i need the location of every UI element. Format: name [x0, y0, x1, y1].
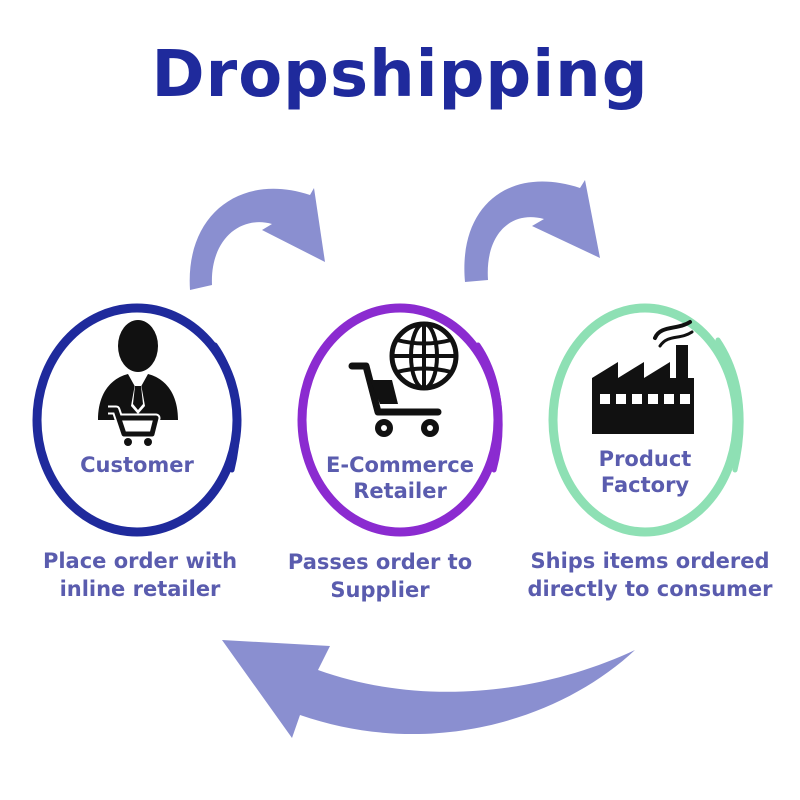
step-customer-description: Place order with inline retailer: [20, 547, 260, 603]
factory-icon: [592, 320, 694, 434]
retailer-label-line2: Retailer: [353, 479, 447, 503]
page-title: Dropshipping: [151, 38, 649, 112]
step-factory-description: Ships items ordered directly to consumer: [505, 547, 795, 603]
step-retailer-line1: Passes order to: [287, 550, 473, 574]
arrow-factory-to-customer: [222, 640, 635, 738]
arrow-customer-to-retailer: [189, 188, 325, 290]
shopping-cart-globe-icon: [348, 321, 459, 437]
customer-label: Customer: [42, 452, 232, 478]
step-factory-line1: Ships items ordered: [530, 549, 770, 573]
factory-label-line2: Factory: [600, 473, 690, 497]
customer-ring: [32, 303, 242, 537]
person-with-cart-icon: [98, 320, 178, 446]
factory-label: Product Factory: [550, 446, 740, 498]
step-retailer-description: Passes order to Supplier: [270, 548, 490, 604]
arrow-retailer-to-factory: [464, 180, 600, 282]
step-customer-line2: inline retailer: [59, 577, 221, 601]
customer-label-text: Customer: [80, 453, 194, 477]
factory-label-line1: Product: [598, 447, 692, 471]
step-customer-line1: Place order with: [42, 549, 238, 573]
factory-ring: [548, 303, 744, 537]
retailer-label: E-Commerce Retailer: [300, 452, 500, 504]
retailer-label-line1: E-Commerce: [326, 453, 474, 477]
retailer-ring: [297, 303, 503, 537]
step-factory-line2: directly to consumer: [527, 577, 773, 601]
step-retailer-line2: Supplier: [330, 578, 430, 602]
